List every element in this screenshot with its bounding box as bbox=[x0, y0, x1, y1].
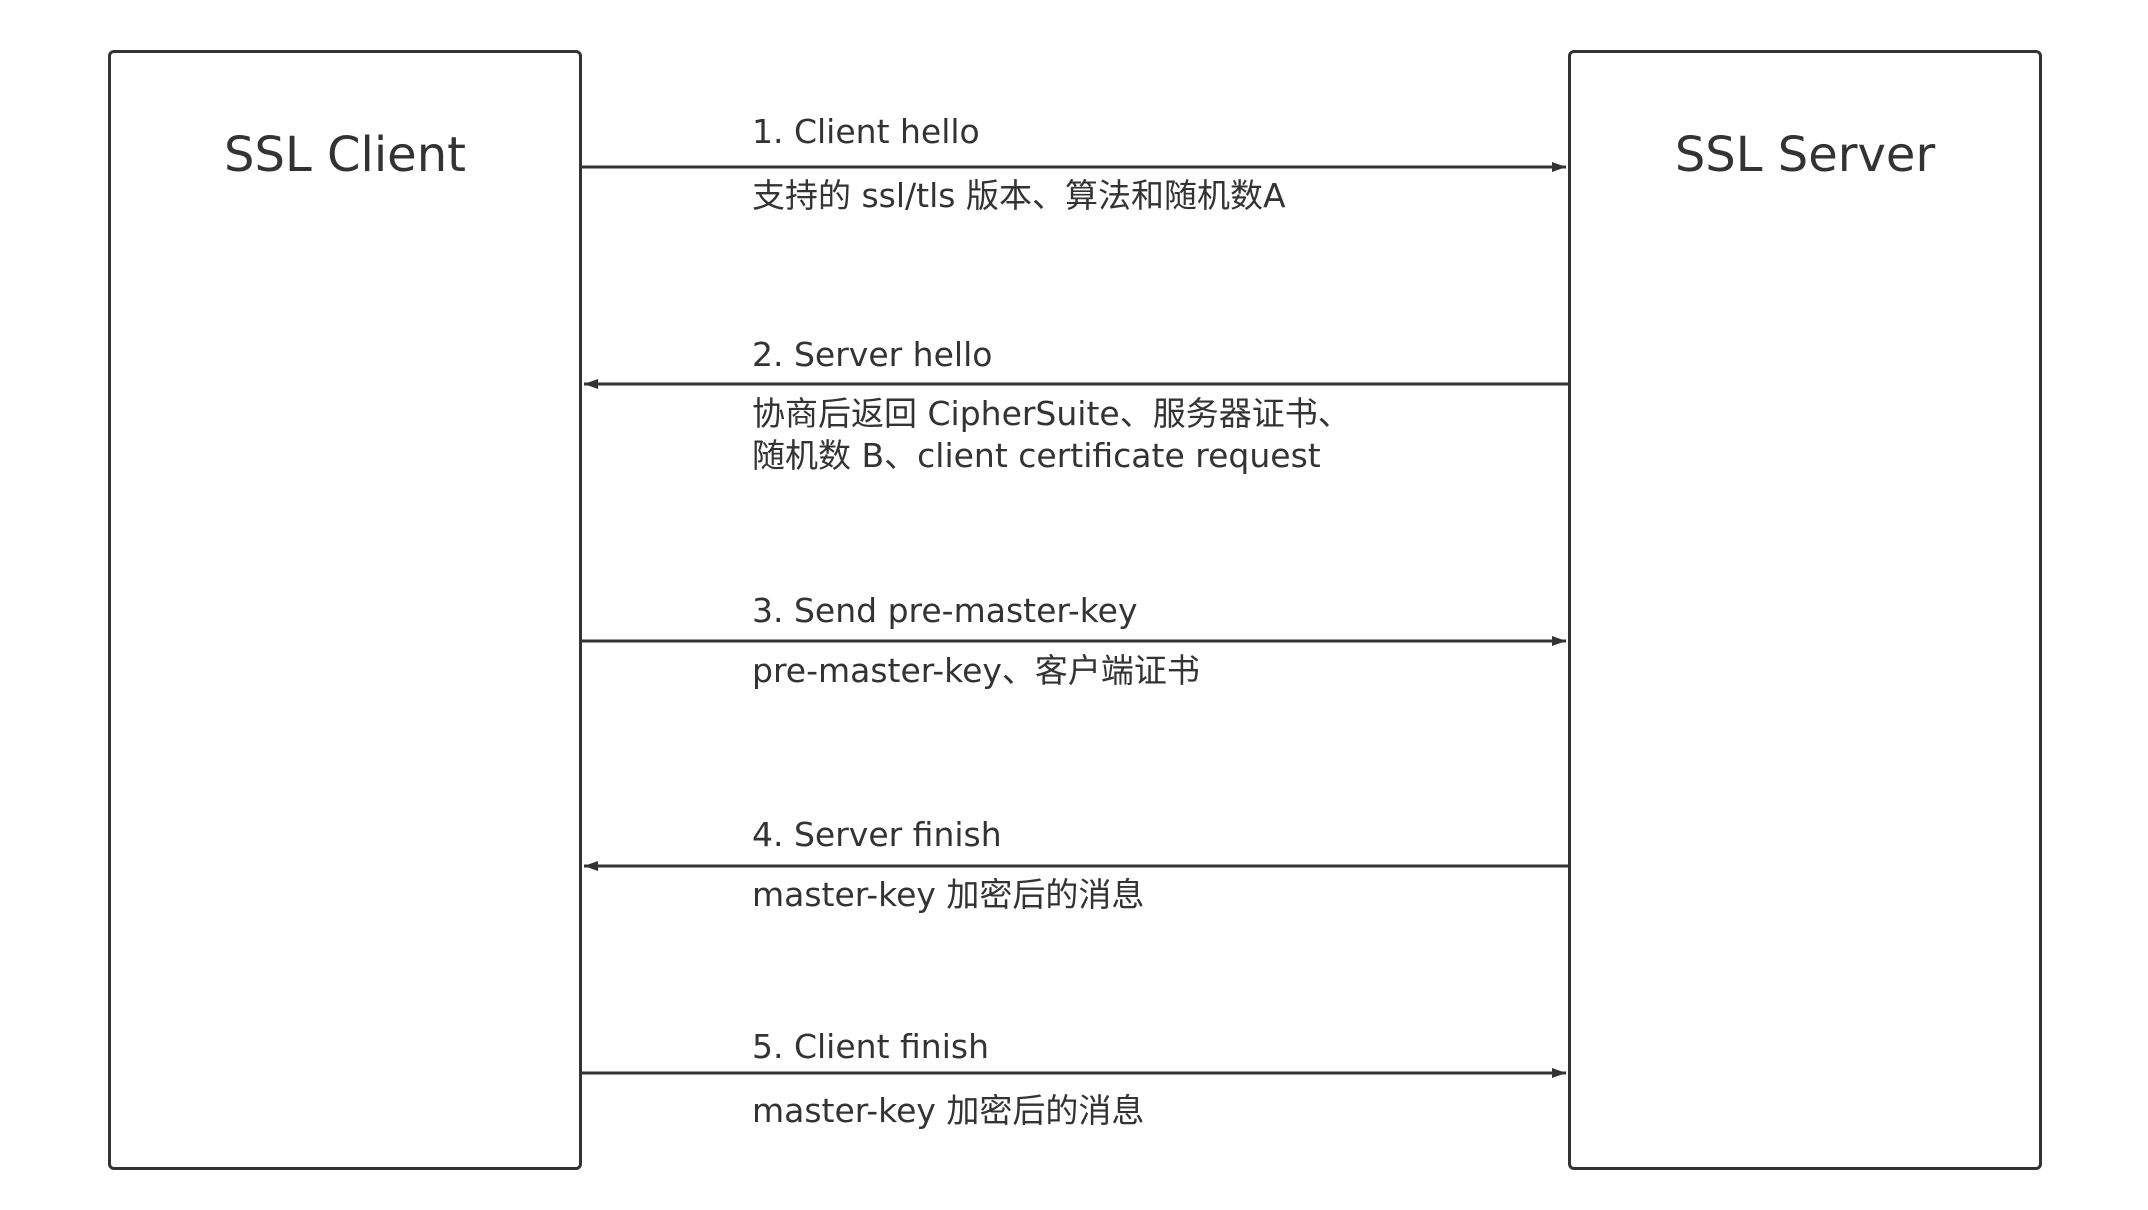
message-4-title: 4. Server finish bbox=[752, 815, 1002, 854]
ssl-server-title: SSL Server bbox=[1674, 127, 1936, 183]
ssl-server-box: SSL Server bbox=[1568, 50, 2042, 1170]
message-2-description: 协商后返回 CipherSuite、服务器证书、 随机数 B、client ce… bbox=[752, 393, 1351, 477]
message-5-title: 5. Client finish bbox=[752, 1027, 989, 1066]
message-4-description-line: master-key 加密后的消息 bbox=[752, 875, 1145, 914]
message-3-description: pre-master-key、客户端证书 bbox=[752, 650, 1200, 692]
message-2-description-line: 随机数 B、client certificate request bbox=[752, 436, 1321, 475]
message-5-description-line: master-key 加密后的消息 bbox=[752, 1091, 1145, 1130]
message-1-description: 支持的 ssl/tls 版本、算法和随机数A bbox=[752, 175, 1286, 217]
message-2-title: 2. Server hello bbox=[752, 335, 993, 374]
message-3-description-line: pre-master-key、客户端证书 bbox=[752, 651, 1200, 690]
ssl-client-title: SSL Client bbox=[224, 127, 466, 183]
ssl-client-box: SSL Client bbox=[108, 50, 582, 1170]
message-2-description-line: 协商后返回 CipherSuite、服务器证书、 bbox=[752, 394, 1351, 433]
message-1-title: 1. Client hello bbox=[752, 112, 980, 151]
message-4-description: master-key 加密后的消息 bbox=[752, 874, 1144, 916]
message-5-description: master-key 加密后的消息 bbox=[752, 1090, 1144, 1132]
message-3-title: 3. Send pre-master-key bbox=[752, 591, 1138, 630]
message-1-description-line: 支持的 ssl/tls 版本、算法和随机数A bbox=[752, 176, 1286, 215]
